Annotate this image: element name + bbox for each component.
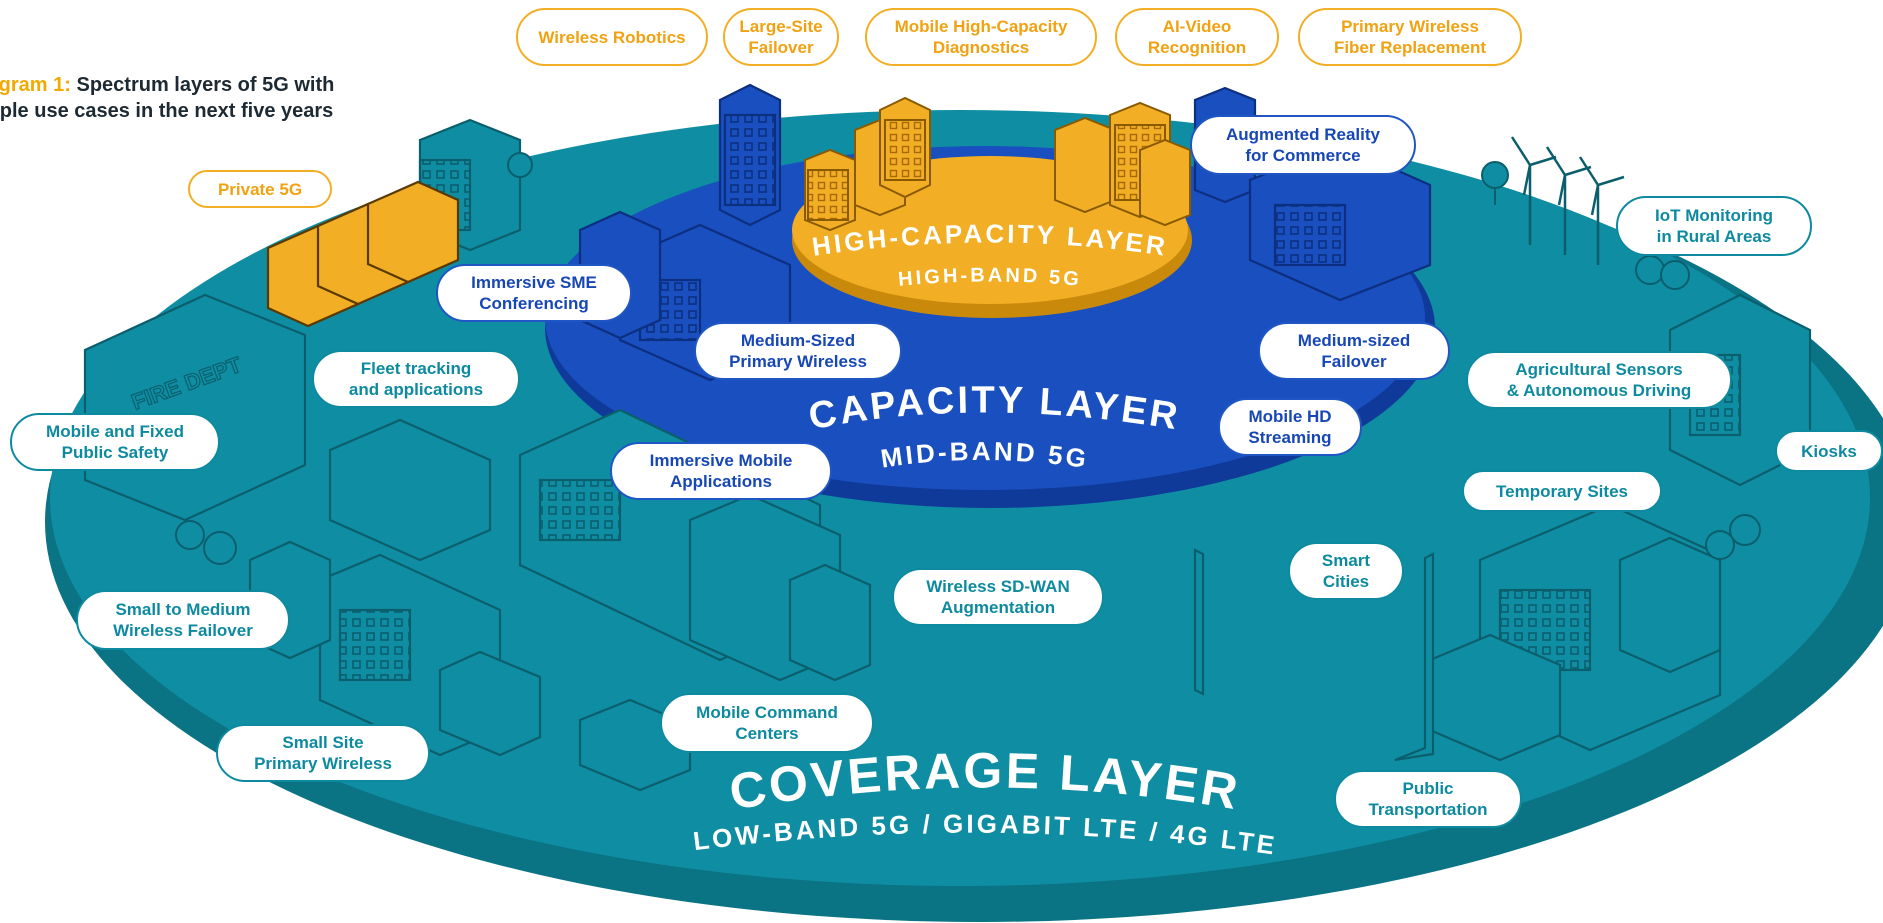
use-case-smart-cities: Smart Cities (1288, 542, 1404, 600)
use-case-wireless-robotics: Wireless Robotics (516, 8, 708, 66)
use-case-immersive-mobile-applications: Immersive Mobile Applications (610, 442, 832, 500)
use-case-iot-monitoring-rural-areas: IoT Monitoring in Rural Areas (1616, 196, 1812, 256)
wind-turbines (1510, 136, 1625, 265)
use-case-mobile-hd-streaming: Mobile HD Streaming (1218, 398, 1362, 456)
use-case-mobile-command-centers: Mobile Command Centers (660, 693, 874, 753)
use-case-medium-sized-failover: Medium-sized Failover (1258, 322, 1450, 380)
building-cluster-right (1193, 293, 1812, 762)
use-case-agricultural-sensors-autonomous-driving: Agricultural Sensors & Autonomous Drivin… (1466, 351, 1732, 409)
use-case-mobile-high-capacity-diagnostics: Mobile High-Capacity Diagnostics (865, 8, 1097, 66)
use-case-kiosks: Kiosks (1775, 430, 1883, 472)
high-capacity-buildings (804, 96, 1191, 232)
use-case-mobile-fixed-public-safety: Mobile and Fixed Public Safety (10, 413, 220, 471)
use-case-temporary-sites: Temporary Sites (1462, 470, 1662, 512)
use-case-wireless-sd-wan-augmentation: Wireless SD-WAN Augmentation (892, 568, 1104, 626)
caption-label: iagram 1: (0, 74, 71, 96)
use-case-private-5g: Private 5G (188, 170, 332, 208)
use-case-immersive-sme-conferencing: Immersive SME Conferencing (436, 264, 632, 322)
trees (175, 152, 1761, 565)
use-case-augmented-reality-for-commerce: Augmented Reality for Commerce (1190, 115, 1416, 175)
caption-text: Spectrum layers of 5G with mple use case… (0, 74, 335, 122)
use-case-medium-sized-primary-wireless: Medium-Sized Primary Wireless (694, 322, 902, 380)
use-case-primary-wireless-fiber-replacement: Primary Wireless Fiber Replacement (1298, 8, 1522, 66)
use-case-fleet-tracking: Fleet tracking and applications (312, 350, 520, 408)
use-case-small-site-primary-wireless: Small Site Primary Wireless (216, 724, 430, 782)
capacity-layer-disk (545, 146, 1425, 490)
diagram-caption: iagram 1: Spectrum layers of 5G with mpl… (0, 46, 402, 124)
use-case-large-site-failover: Large-Site Failover (723, 8, 839, 66)
use-case-small-medium-wireless-failover: Small to Medium Wireless Failover (76, 590, 290, 650)
use-case-ai-video-recognition: AI-Video Recognition (1115, 8, 1279, 66)
warehouse-row (266, 180, 460, 328)
use-case-public-transportation: Public Transportation (1334, 770, 1522, 828)
